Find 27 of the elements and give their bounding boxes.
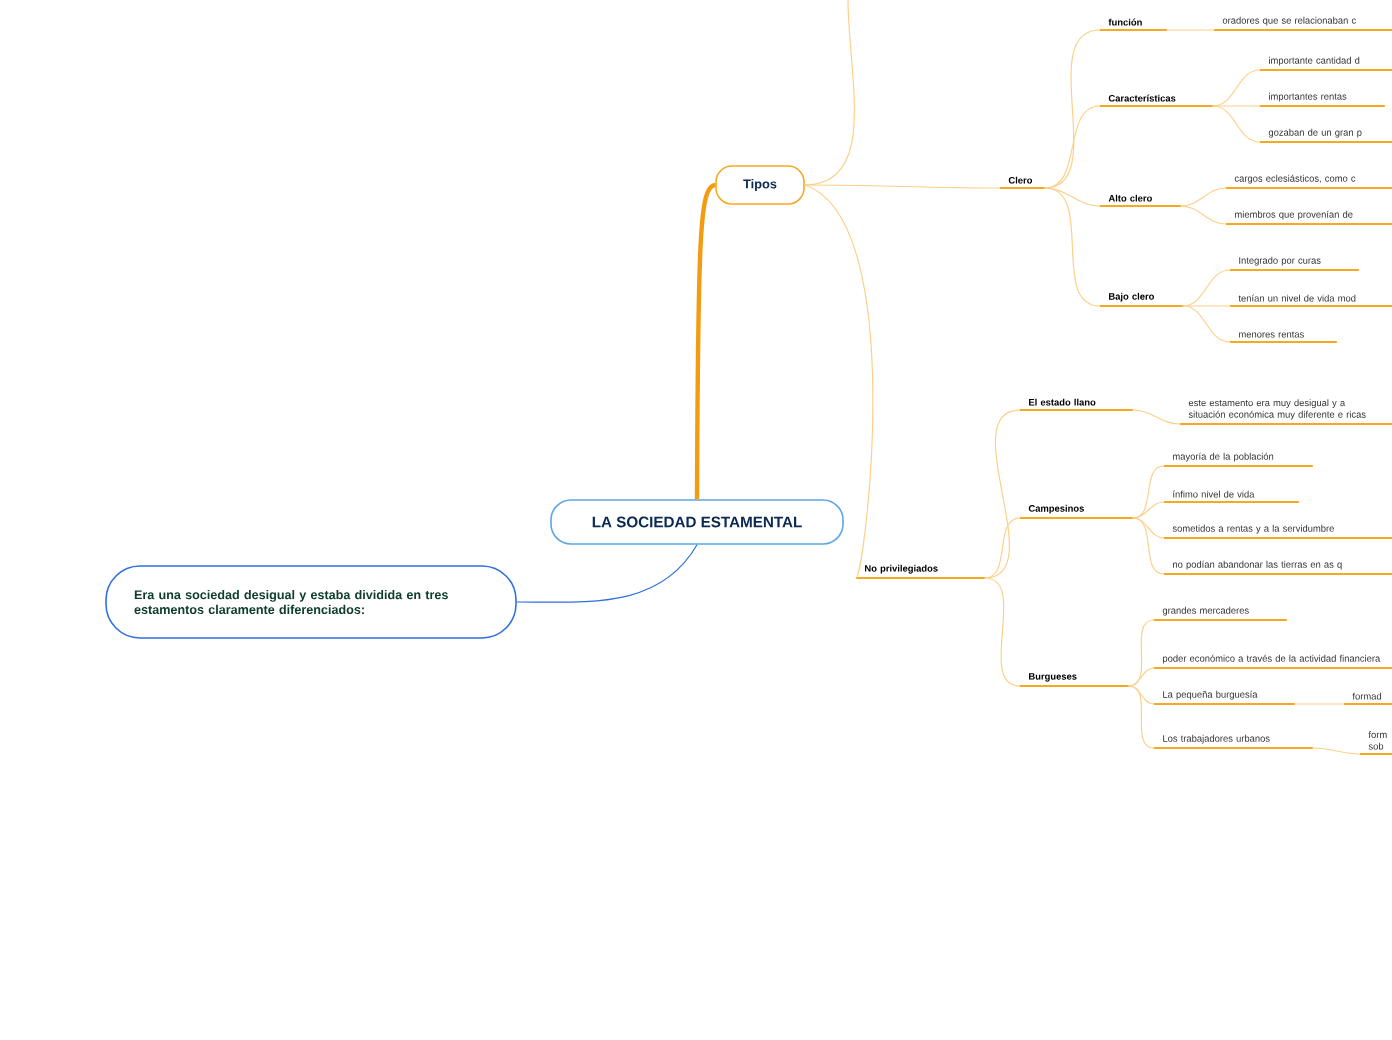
connector bbox=[1166, 29, 1215, 31]
connector bbox=[984, 409, 1021, 579]
connector bbox=[1182, 305, 1231, 307]
connector bbox=[516, 544, 698, 603]
connector bbox=[1212, 105, 1261, 143]
connector bbox=[984, 517, 1021, 579]
connector bbox=[1044, 187, 1101, 307]
connector bbox=[1212, 105, 1261, 107]
connector bbox=[1182, 269, 1231, 307]
connector bbox=[1132, 409, 1181, 425]
connector bbox=[1128, 685, 1155, 749]
connector bbox=[1132, 517, 1165, 575]
connector bbox=[804, 184, 874, 579]
connector bbox=[1132, 501, 1165, 519]
connector bbox=[1180, 205, 1227, 225]
connector bbox=[984, 577, 1021, 687]
connector bbox=[1180, 187, 1227, 207]
connector bbox=[694, 182, 716, 500]
connector bbox=[1132, 465, 1165, 519]
connector bbox=[804, 184, 1001, 189]
connector bbox=[1128, 667, 1155, 687]
connector bbox=[1294, 703, 1345, 705]
connector bbox=[1182, 305, 1231, 343]
connector bbox=[1212, 69, 1261, 107]
connector bbox=[1312, 747, 1361, 755]
connector bbox=[1128, 685, 1155, 705]
connector bbox=[1044, 105, 1101, 189]
